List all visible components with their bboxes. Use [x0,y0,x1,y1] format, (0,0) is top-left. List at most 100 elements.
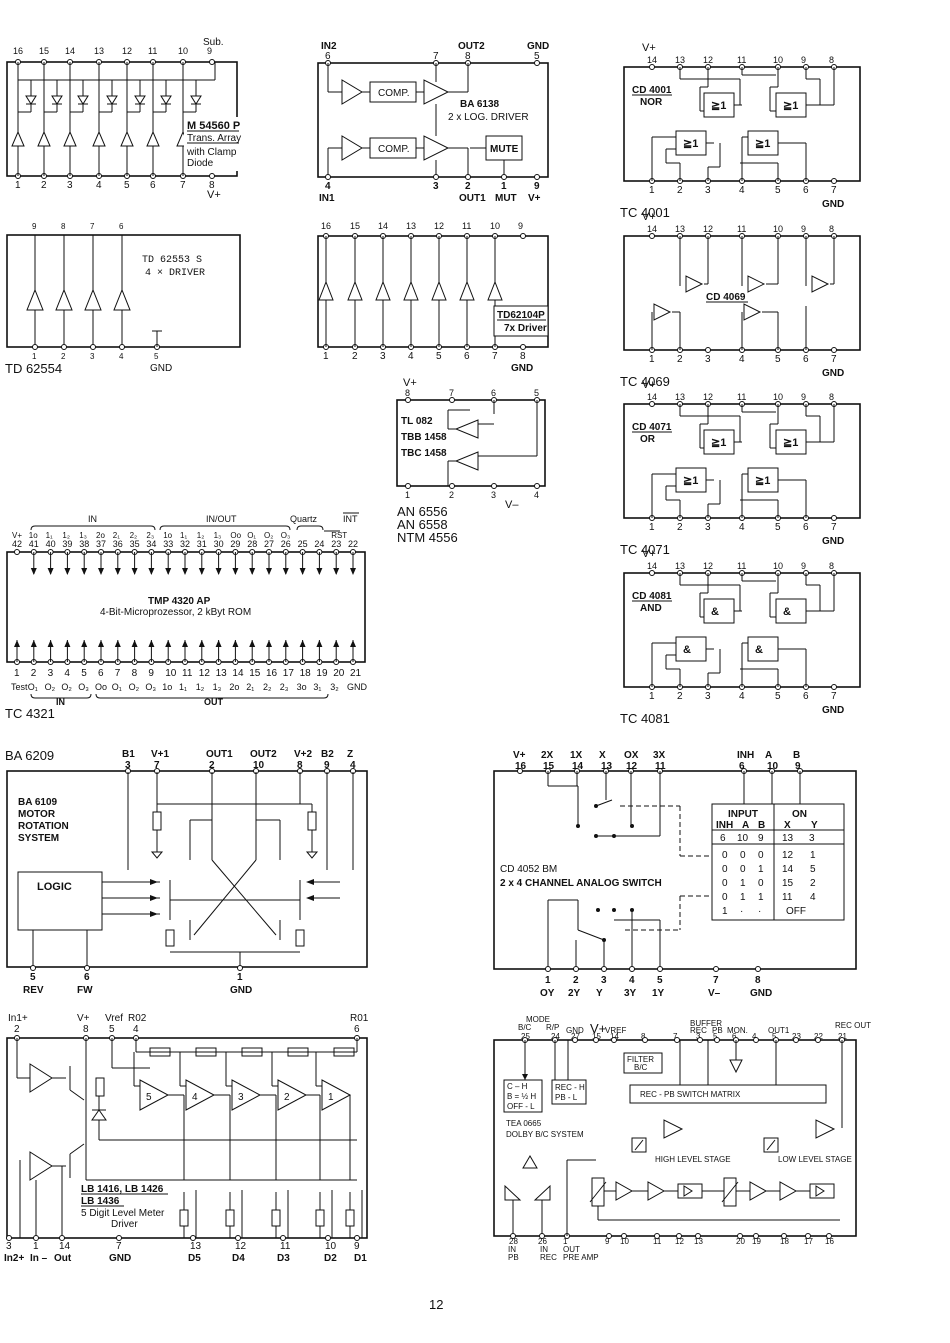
tmp4320-bot-pin-16: 16 [266,668,278,679]
cd4052-th-y: Y [811,820,818,831]
cd4071-subtitle: OR [640,434,656,445]
m54560-desc3: Diode [187,158,214,169]
cd4052-bot-label-1: 2Y [568,988,581,999]
tmp4320-bot-pin-6: 6 [98,668,104,679]
ba6138-pin5: 5 [534,51,540,62]
ba6138-label-mut: MUT [495,193,517,204]
m54560-clamp-diode [51,95,63,105]
lb1416-pin-13 [190,1235,196,1241]
lb1416-top-label-1: V+ [77,1013,90,1024]
ba6209-top-pin-9: 9 [324,760,330,771]
ba6209-top-label-0: B1 [122,749,135,760]
tea0665-top-pin-14: 21 [838,1032,847,1041]
tea0665-pin-7 [697,1037,703,1043]
cd4052-top-pin-10: 10 [767,761,779,772]
tea0665-b28b: PB [508,1253,519,1262]
cd4069-bot-pin-6: 6 [803,354,809,365]
cd4052-cell-3-0: 0 [722,892,728,903]
cd4081-top-pin-13: 13 [675,561,685,571]
tea0665-top-label-5: BUFFER [690,1019,722,1028]
tea0665-offl: OFF - L [507,1102,535,1111]
m54560-top-pin-16: 16 [13,46,23,56]
tmp4320-arrow [266,640,272,647]
tmp4320-bot-name-8: O₃ [145,682,156,692]
ba6138-bot-pin3: 3 [433,181,439,192]
tea0665-bot-pin-5 [654,1233,660,1239]
cd4052-top-label-4: OX [624,750,639,761]
td62104-bot-pin-4: 4 [408,351,414,362]
td62554-gnd: GND [150,363,172,374]
cd4069-ref: TC 4069 [620,374,670,389]
cd4052-top-label-8: B [793,750,800,761]
td62104-title: TD62104P [497,310,545,321]
cd4052-top-label-3: X [599,750,606,761]
tl082-pin-4 [534,483,540,489]
lb1416-bot-label-0: In2+ [4,1253,24,1264]
cd4052-cell-3-2: 1 [758,892,764,903]
cd4071-top-pin-12: 12 [703,392,713,402]
lb1416-bot-label-7: D2 [324,1253,337,1264]
ba6138-bot-pin1: 1 [501,181,507,192]
ba6209-line4: SYSTEM [18,833,59,844]
ba6138-pin-4 [325,174,331,180]
cd4052-cell-2-3: 15 [782,878,794,889]
cd4069-top-pin-13: 13 [675,224,685,234]
cd4052-top-label-1: 2X [541,750,554,761]
td62104-pin-8 [520,344,526,350]
lb1416-bot-pin-9: 9 [354,1241,360,1252]
tmp4320-arrow [81,640,88,647]
tea0665-ch: C – H [507,1082,528,1091]
td62554-pin-4 [119,344,125,350]
cd4052-bot-label-5: V– [708,988,721,999]
cd4001-bot-pin-4: 4 [739,185,745,196]
lb1416-bot-pin-12: 12 [235,1241,247,1252]
tmp4320-grp-out-bottom: OUT [204,697,224,707]
m54560-bot-pin-4: 4 [96,180,102,191]
m54560-top-pin-13: 13 [94,46,104,56]
tmp4320-bot-name-13: 2o [229,682,239,692]
cd4001-bot-pin-3: 3 [705,185,711,196]
tmp4320-arrow [114,568,121,575]
tea0665-top-pin-7: 3 [696,1032,701,1041]
cd4069-top-pin-12: 12 [703,224,713,234]
lb1416-top-pin-6: 6 [354,1024,360,1035]
cd4052-cell-2-2: 0 [758,878,764,889]
cd4069-title: CD 4069 [706,292,746,303]
cd4001-gate-label: ≧1 [783,100,798,112]
ba6138-pin8: 8 [465,51,471,62]
ba6138-label-in1: IN1 [319,193,335,204]
cd4052-truth-table [711,803,845,921]
tl082-line3: TBC 1458 [401,448,447,459]
cd4001-top-pin-12: 12 [703,55,713,65]
tmp4320-top-name-2: 1₁ [46,531,53,540]
lb1416-bot-pin-13: 13 [190,1241,202,1252]
tmp4320-arrow [333,568,340,575]
tl082-top-pin-8: 8 [405,388,410,398]
lb1416-bot-label-5: D4 [232,1253,245,1264]
tea0665-pin-10 [753,1037,759,1043]
cd4052-subtitle: 2 x 4 CHANNEL ANALOG SWITCH [500,878,662,889]
m54560-bot-pin-3: 3 [67,180,73,191]
tea0665-top-label-0: B/C [518,1023,532,1032]
m54560-pin-9 [209,59,215,65]
td62104-driver [347,280,363,301]
lb1416-bot-label-6: D3 [277,1253,290,1264]
cd4081-ref: TC 4081 [620,711,670,726]
tl082-pin-2 [449,483,455,489]
tea0665-b1b: PRE AMP [563,1253,599,1262]
tmp4320-top-name-4: 1₃ [79,531,87,540]
m54560-top-pin-15: 15 [39,46,49,56]
lb1416-resistor [195,1047,217,1057]
cd4052-th-x: X [784,820,791,831]
cd4071-bot-pin-5: 5 [775,522,781,533]
tea0665-bot-pin-label-8: 20 [736,1237,745,1246]
tmp4320-bot-pin-20: 20 [333,668,345,679]
cd4069-bot-pin-5: 5 [775,354,781,365]
tl082-top-pin-6: 6 [491,388,496,398]
m54560-bot-pin-5: 5 [124,180,130,191]
cd4001-top-pin-13: 13 [675,55,685,65]
tea0665-bot-pin-6 [676,1233,682,1239]
cd4069-bot-pin-2: 2 [677,354,683,365]
